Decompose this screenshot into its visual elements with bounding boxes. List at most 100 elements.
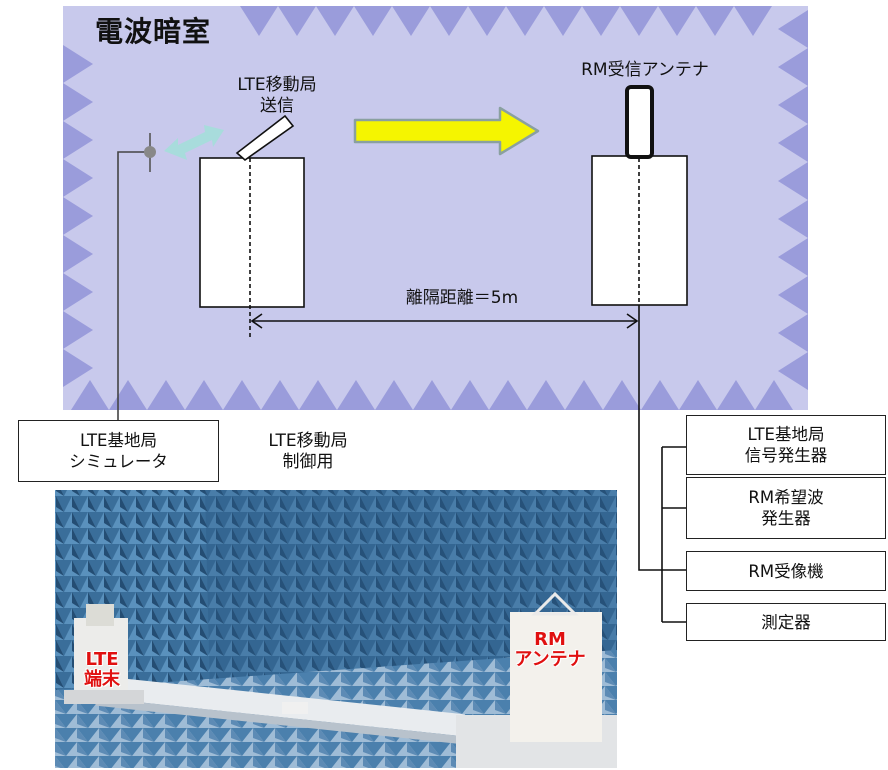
absorber-tooth: [641, 380, 679, 410]
absorber-tooth: [778, 352, 808, 390]
cable-line: [117, 151, 150, 420]
absorber-tooth: [63, 197, 93, 235]
absorber-tooth: [63, 273, 93, 311]
photo-lte-line1: LTE: [85, 649, 119, 670]
lte-mobile-ctrl-label: LTE移動局 制御用: [238, 431, 378, 473]
absorber-tooth: [489, 380, 527, 410]
absorber-tooth: [755, 380, 793, 410]
photo-lte-terminal-label: LTE 端末: [62, 650, 142, 690]
absorber-tooth: [430, 6, 468, 36]
lte-mobile-ctrl-line1: LTE移動局: [268, 431, 348, 451]
equip-lte-sg-line1: LTE基地局: [747, 425, 825, 444]
absorber-tooth: [468, 6, 506, 36]
photo-lte-line2: 端末: [84, 669, 120, 690]
photo-rm-line2: アンテナ: [514, 649, 586, 670]
equipment-lte-signal-generator: LTE基地局 信号発生器: [686, 415, 886, 475]
photo-walkway-front: [95, 697, 465, 745]
absorber-tooth: [63, 83, 93, 121]
absorber-tooth: [392, 6, 430, 36]
absorber-tooth: [778, 238, 808, 276]
absorber-tooth: [63, 311, 93, 349]
absorber-tooth: [734, 6, 772, 36]
photo-lte-base: [64, 690, 144, 704]
absorber-tooth: [63, 349, 93, 387]
equipment-measuring-instrument: 測定器: [686, 603, 886, 641]
lte-base-sim-line2: シミュレータ: [69, 452, 168, 471]
absorber-tooth: [63, 235, 93, 273]
absorber-tooth: [451, 380, 489, 410]
lte-mobile-ctrl-line2: 制御用: [282, 452, 334, 472]
lte-mobile-tx-line2: 送信: [260, 96, 294, 116]
absorber-tooth: [778, 124, 808, 162]
lte-base-simulator-box: LTE基地局 シミュレータ: [18, 420, 219, 482]
absorber-tooth: [316, 6, 354, 36]
photo-rm-antenna-label: RM アンテナ: [500, 630, 600, 670]
chamber-title: 電波暗室: [95, 15, 212, 48]
separation-label: 離隔距離＝5m: [405, 288, 519, 308]
separation-arrowhead-right: [626, 313, 639, 329]
photo-rm-antenna-top: [531, 591, 579, 616]
chamber-photo: [55, 490, 617, 768]
absorber-tooth: [240, 6, 278, 36]
absorber-tooth: [658, 6, 696, 36]
absorber-tooth: [337, 380, 375, 410]
photo-rm-line1: RM: [534, 629, 566, 650]
absorber-tooth: [147, 380, 185, 410]
absorber-tooth: [71, 380, 109, 410]
absorber-tooth: [582, 6, 620, 36]
photo-lte-device: [86, 604, 114, 626]
absorber-tooth: [778, 200, 808, 238]
absorber-tooth: [679, 380, 717, 410]
absorber-tooth: [63, 121, 93, 159]
absorber-tooth: [603, 380, 641, 410]
lte-base-sim-line1: LTE基地局: [80, 431, 157, 450]
rm-antenna-element: [625, 85, 654, 159]
absorber-tooth: [696, 6, 734, 36]
absorber-tooth: [299, 380, 337, 410]
photo-small-box: [282, 702, 308, 714]
rm-receiver-cable: [638, 305, 686, 571]
absorber-tooth: [717, 380, 755, 410]
equip-lte-sg-line2: 信号発生器: [744, 446, 828, 465]
rm-antenna-unit: [591, 85, 688, 306]
absorber-tooth: [63, 159, 93, 197]
absorber-tooth: [185, 380, 223, 410]
photo-lte-stand: [74, 618, 128, 698]
absorber-tooth: [778, 162, 808, 200]
lte-mobile-unit: [199, 114, 305, 340]
absorber-tooth: [223, 380, 261, 410]
absorber-tooth: [778, 10, 808, 48]
absorber-tooth: [506, 6, 544, 36]
absorber-tooth: [63, 45, 93, 83]
connector-icon: [144, 146, 156, 158]
equipment-rm-wanted-generator: RM希望波 発生器: [686, 477, 886, 539]
absorber-tooth: [375, 380, 413, 410]
equip-rm-gen-line2: 発生器: [761, 509, 811, 528]
absorber-tooth: [354, 6, 392, 36]
absorber-tooth: [261, 380, 299, 410]
equipment-bracket: [661, 446, 686, 623]
absorber-tooth: [527, 380, 565, 410]
separation-dimension: [250, 313, 639, 329]
radio-link-arrow-icon: [164, 125, 224, 160]
equip-rm-gen-line1: RM希望波: [748, 488, 824, 507]
absorber-tooth: [778, 314, 808, 352]
equip-rm-receiver-text: RM受像機: [748, 561, 824, 581]
absorber-teeth: [63, 6, 808, 410]
lte-mobile-antenna-panel: [235, 114, 295, 162]
equip-measure-text: 測定器: [761, 612, 811, 632]
absorber-tooth: [778, 276, 808, 314]
separation-arrowhead-left: [250, 313, 263, 329]
absorber-tooth: [413, 380, 451, 410]
absorber-tooth: [620, 6, 658, 36]
absorber-tooth: [778, 86, 808, 124]
photo-rm-stand: [510, 612, 602, 742]
absorber-tooth: [778, 48, 808, 86]
lte-mobile-tx-label: LTE移動局 送信: [212, 75, 342, 117]
absorber-tooth: [544, 6, 582, 36]
signal-direction-arrow-icon: [353, 106, 540, 156]
photo-walkway: [94, 675, 466, 737]
equipment-rm-receiver: RM受像機: [686, 551, 886, 591]
absorber-tooth: [278, 6, 316, 36]
